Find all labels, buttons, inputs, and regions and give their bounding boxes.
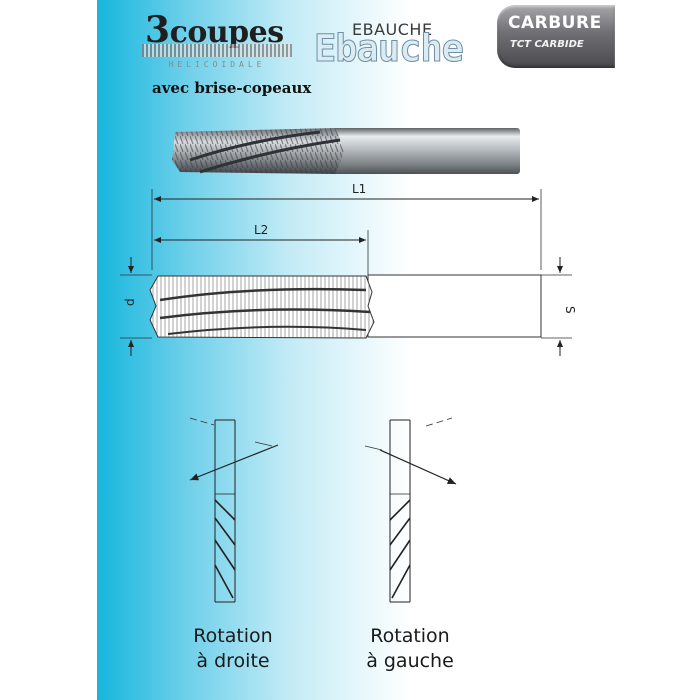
cutter-photo-serrations xyxy=(172,128,345,174)
brand-stripe-decoration xyxy=(142,44,292,57)
drawing-serrations xyxy=(150,276,374,338)
product-subtitle: avec brise-copeaux xyxy=(152,79,312,97)
brand-subtitle: HELICOIDALE xyxy=(168,60,266,69)
ebauche-big-label: Ebauche xyxy=(314,27,465,70)
rotation-right-line2: à droite xyxy=(196,650,270,672)
cutter-photo-shank xyxy=(330,128,520,174)
carbide-badge xyxy=(497,5,615,68)
dimension-l2 xyxy=(154,230,369,275)
dimension-s-label: S xyxy=(563,306,577,314)
cutter-photo xyxy=(172,128,520,174)
rotation-right-line1: Rotation xyxy=(193,625,273,647)
dimension-d-label: d xyxy=(123,298,137,306)
rotation-left-line1: Rotation xyxy=(370,625,450,647)
brand-word: coupes xyxy=(169,15,285,50)
brand-title: 3coupes xyxy=(145,12,284,48)
drawing-shank xyxy=(367,274,542,338)
rotation-left-caption: Rotation à gauche xyxy=(335,624,485,674)
dimension-d xyxy=(120,257,152,356)
rotation-left-line2: à gauche xyxy=(366,650,454,672)
badge-subtitle: TCT CARBIDE xyxy=(510,39,584,50)
brand-number: 3 xyxy=(145,9,170,51)
rotation-left-diagram xyxy=(364,417,457,603)
dimension-s xyxy=(541,257,572,356)
rotation-right-caption: Rotation à droite xyxy=(158,624,308,674)
cutter-side-drawing xyxy=(149,274,542,339)
rotation-right-diagram xyxy=(189,417,279,603)
ebauche-small-label: EBAUCHE xyxy=(352,20,433,39)
badge-title: CARBURE xyxy=(508,13,602,33)
page-background xyxy=(97,0,603,700)
dimension-l1 xyxy=(151,189,542,270)
dimension-l2-label: L2 xyxy=(254,223,268,237)
dimension-l1-label: L1 xyxy=(352,182,366,196)
